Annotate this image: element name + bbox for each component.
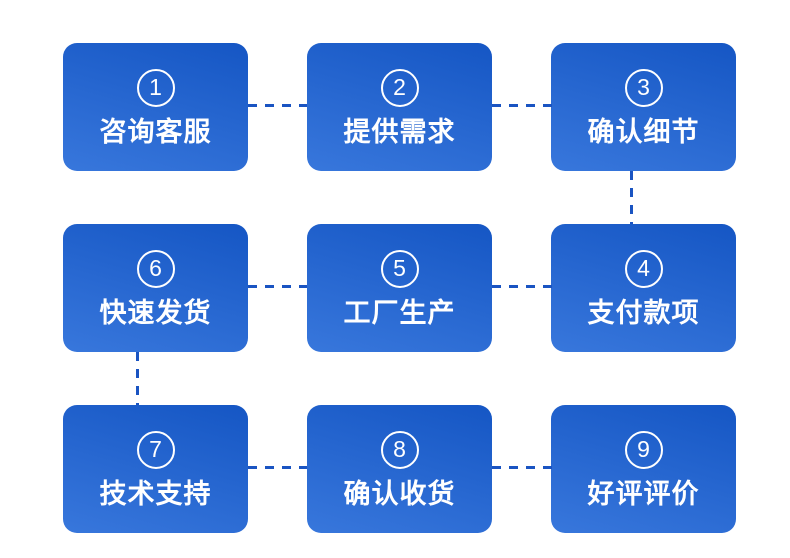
connector-1-2 xyxy=(248,104,307,107)
connector-8-9 xyxy=(492,466,552,469)
step-number-circle: 2 xyxy=(380,68,419,107)
step-box-7: 7 技术支持 xyxy=(63,405,248,533)
step-box-5: 5 工厂生产 xyxy=(307,224,492,352)
step-number-circle: 4 xyxy=(624,249,663,288)
connector-2-3 xyxy=(492,104,552,107)
step-box-2: 2 提供需求 xyxy=(307,43,492,171)
connector-7-8 xyxy=(248,466,307,469)
step-box-3: 3 确认细节 xyxy=(551,43,736,171)
step-label: 支付款项 xyxy=(587,297,700,328)
step-box-8: 8 确认收货 xyxy=(307,405,492,533)
step-box-6: 6 快速发货 xyxy=(63,224,248,352)
step-label: 确认细节 xyxy=(587,116,700,147)
step-number-circle: 3 xyxy=(624,68,663,107)
step-box-9: 9 好评评价 xyxy=(551,405,736,533)
step-box-1: 1 咨询客服 xyxy=(63,43,248,171)
step-label: 确认收货 xyxy=(343,478,456,509)
step-label: 工厂生产 xyxy=(343,297,456,328)
step-label: 好评评价 xyxy=(587,478,700,509)
step-number-circle: 8 xyxy=(380,430,419,469)
step-box-4: 4 支付款项 xyxy=(551,224,736,352)
connector-4-5 xyxy=(492,285,552,288)
connector-3-4 xyxy=(630,171,633,224)
step-label: 提供需求 xyxy=(343,116,456,147)
connector-5-6 xyxy=(248,285,307,288)
step-label: 快速发货 xyxy=(99,297,212,328)
connector-6-7 xyxy=(136,352,139,405)
step-number-circle: 9 xyxy=(624,430,663,469)
step-label: 技术支持 xyxy=(99,478,212,509)
step-label: 咨询客服 xyxy=(99,116,212,147)
step-number-circle: 7 xyxy=(136,430,175,469)
steps-grid: 1 咨询客服 2 提供需求 3 确认细节 6 快速发货 5 工厂生产 4 支付款… xyxy=(63,43,736,533)
step-number-circle: 6 xyxy=(136,249,175,288)
step-number-circle: 1 xyxy=(136,68,175,107)
step-number-circle: 5 xyxy=(380,249,419,288)
